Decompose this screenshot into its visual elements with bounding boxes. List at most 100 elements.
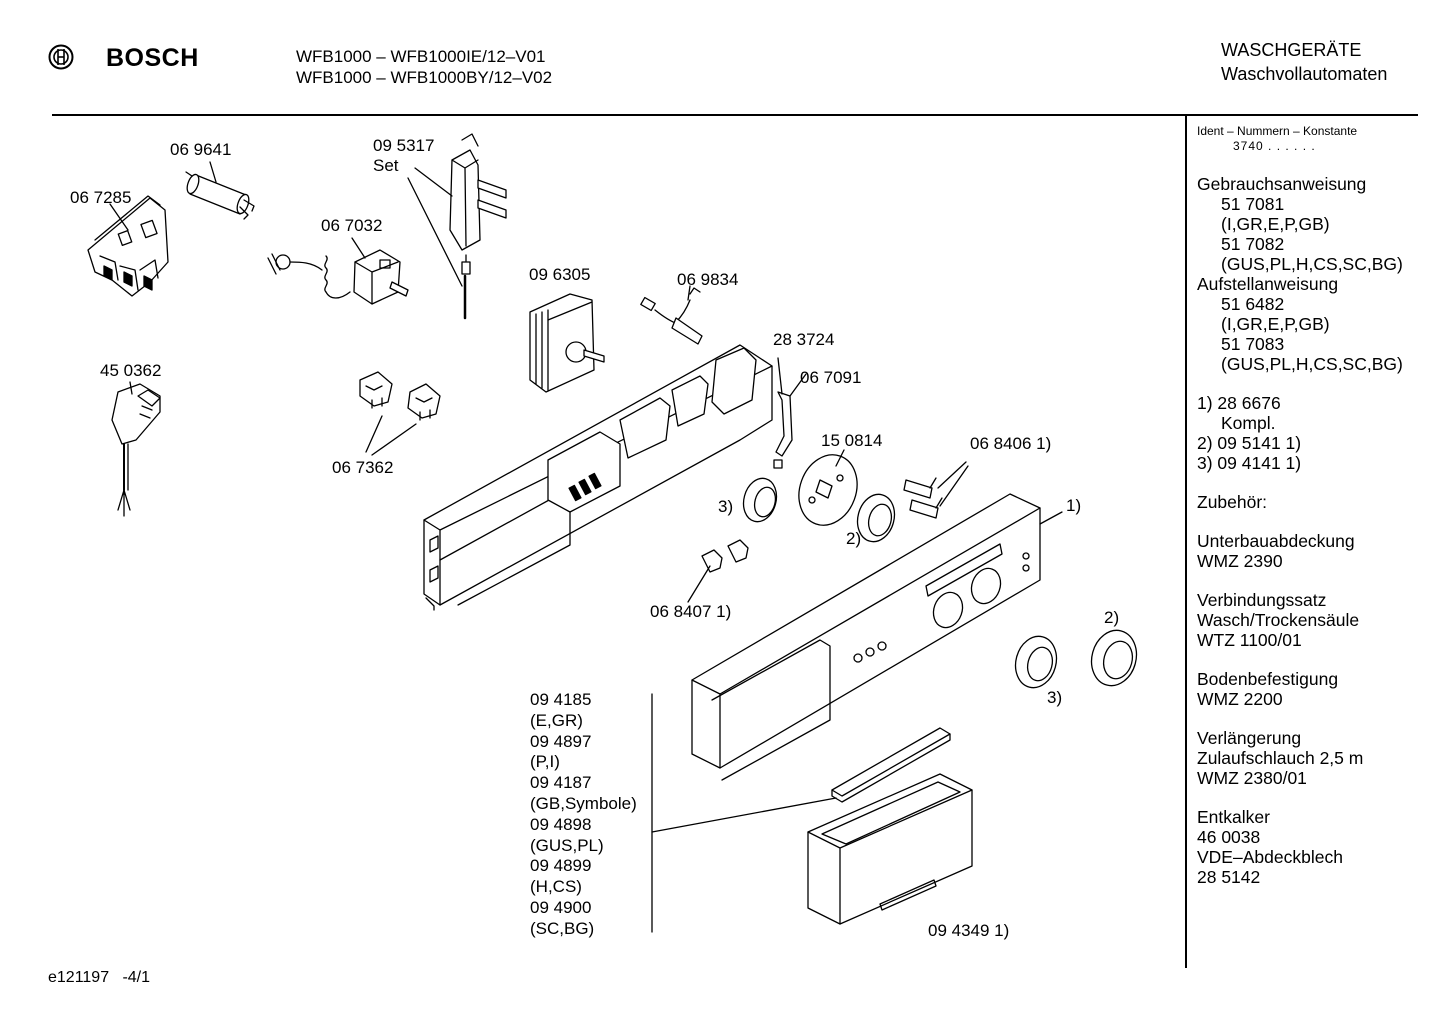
label-069834: 06 9834 [677, 270, 739, 289]
label-ref2-right: 2) [1104, 608, 1120, 627]
sidebar-line: 46 0038 [1197, 827, 1261, 847]
brand-name: BOSCH [106, 44, 199, 72]
label-450362: 45 0362 [100, 361, 162, 380]
desc-item: 09 4187 [530, 773, 592, 793]
desc-item: (E,GR) [530, 710, 583, 730]
sidebar-spacer [1197, 571, 1437, 590]
sidebar-line: (GUS,PL,H,CS,SC,BG) [1221, 254, 1403, 274]
part-067032-thermostat [267, 249, 409, 305]
symbol-strip-variants: 09 4185 (E,GR) 09 4897 (P,I) 09 4187 (GB… [530, 690, 637, 940]
sidebar-line: 3) 09 4141 1) [1197, 453, 1302, 473]
desc-item: 09 4898 [530, 814, 592, 834]
category-title: WASCHGERÄTE Waschvollautomaten [1221, 38, 1387, 86]
leader-095317-b [407, 177, 463, 287]
sidebar-line: 51 6482 [1221, 294, 1285, 314]
part-095317-switch-set [449, 133, 507, 320]
sidebar-line: (I,GR,E,P,GB) [1221, 314, 1330, 334]
sidebar-line: 51 7082 [1221, 234, 1285, 254]
sidebar-line: Wasch/Trockensäule [1197, 610, 1360, 630]
leader-069641 [209, 161, 217, 183]
category-line-1: WASCHGERÄTE [1221, 40, 1362, 60]
sidebar-line: 51 7083 [1221, 334, 1285, 354]
sidebar-line: Bodenbefestigung [1197, 669, 1339, 689]
desc-item: 09 4897 [530, 731, 592, 751]
desc-item: (SC,BG) [530, 918, 595, 938]
leader-068406-a [937, 461, 967, 489]
label-ref2-middle: 2) [846, 529, 862, 548]
label-set: Set [373, 156, 399, 175]
part-knob-3-right [1014, 635, 1058, 689]
label-ref3-left: 3) [718, 497, 734, 516]
header-divider [52, 114, 1418, 116]
leader-150814 [835, 449, 845, 467]
sidebar-line: Gebrauchsanweisung [1197, 174, 1367, 194]
desc-item: (P,I) [530, 752, 560, 772]
ident-value: 3740 . . . . . . [1233, 139, 1316, 153]
part-knob-2-right [1090, 629, 1138, 687]
label-067032: 06 7032 [321, 216, 383, 235]
desc-item: (H,CS) [530, 877, 582, 897]
category-line-2: Waschvollautomaten [1221, 64, 1388, 84]
label-283724: 28 3724 [773, 330, 835, 349]
part-069834-lamp [640, 287, 703, 345]
label-067362: 06 7362 [332, 458, 394, 477]
part-knob-3-left [742, 477, 778, 523]
sidebar-line: VDE–Abdeckblech [1197, 847, 1343, 867]
part-096305-timer [529, 293, 605, 393]
desc-item: 09 4900 [530, 897, 592, 917]
leader-283724 [777, 357, 783, 395]
leader-067032 [351, 237, 366, 259]
sidebar-line: 1) 28 6676 [1197, 393, 1281, 413]
leader-068406-b [939, 465, 969, 507]
drawing-id: e121197 -4/1 [48, 969, 151, 986]
sidebar-line: 51 7081 [1221, 194, 1285, 214]
sidebar-line: Zubehör: [1197, 492, 1268, 512]
part-symbol-strip [831, 727, 951, 803]
parts-info-sidebar: Ident – Nummern – Konstante 3740 . . . .… [1197, 124, 1437, 887]
model-line-1: WFB1000 – WFB1000IE/12–V01 [296, 47, 546, 66]
model-numbers: WFB1000 – WFB1000IE/12–V01 WFB1000 – WFB… [296, 46, 552, 88]
sidebar-line: Entkalker [1197, 807, 1270, 827]
sidebar-spacer [1197, 374, 1437, 393]
leader-068407 [687, 565, 711, 603]
exploded-parts-diagram [87, 133, 1138, 933]
leader-067362-a [365, 415, 383, 453]
part-150814-disk [798, 454, 858, 526]
label-068407: 06 8407 1) [650, 602, 732, 621]
sidebar-spacer [1197, 512, 1437, 531]
leader-067285 [109, 203, 129, 231]
label-067285: 06 7285 [70, 188, 132, 207]
part-094349-cover [807, 773, 973, 925]
sidebar-line: WMZ 2380/01 [1197, 768, 1307, 788]
bosch-logo-icon [48, 44, 74, 70]
label-ref1: 1) [1066, 496, 1082, 515]
part-069641-capacitor [185, 171, 255, 220]
sidebar-divider [1185, 116, 1187, 968]
label-067091: 06 7091 [800, 368, 862, 387]
label-069641: 06 9641 [170, 140, 232, 159]
label-095317: 09 5317 [373, 136, 435, 155]
desc-item: (GUS,PL) [530, 835, 604, 855]
sidebar-spacer [1197, 473, 1437, 492]
part-knob-2-middle [856, 493, 896, 543]
part-068406-lenses [903, 477, 943, 519]
leader-450362 [129, 381, 133, 395]
desc-item: (GB,Symbole) [530, 793, 637, 813]
label-150814: 15 0814 [821, 431, 883, 450]
sidebar-line: Verlängerung [1197, 728, 1302, 748]
sidebar-line: 2) 09 5141 1) [1197, 433, 1302, 453]
leader-desc-strip [651, 797, 837, 833]
ident-label: Ident – Nummern – Konstante [1197, 124, 1358, 138]
leader-095317-a [414, 167, 453, 197]
label-094349: 09 4349 1) [928, 921, 1010, 940]
desc-item: 09 4185 [530, 690, 592, 709]
sidebar-line: WMZ 2390 [1197, 551, 1283, 571]
sidebar-line: Kompl. [1221, 413, 1276, 433]
sidebar-spacer [1197, 650, 1437, 669]
part-control-carrier [423, 344, 773, 611]
sidebar-line: (I,GR,E,P,GB) [1221, 214, 1330, 234]
sidebar-line: Zulaufschlauch 2,5 m [1197, 748, 1364, 768]
sidebar-spacer [1197, 788, 1437, 807]
sidebar-line: WMZ 2200 [1197, 689, 1283, 709]
